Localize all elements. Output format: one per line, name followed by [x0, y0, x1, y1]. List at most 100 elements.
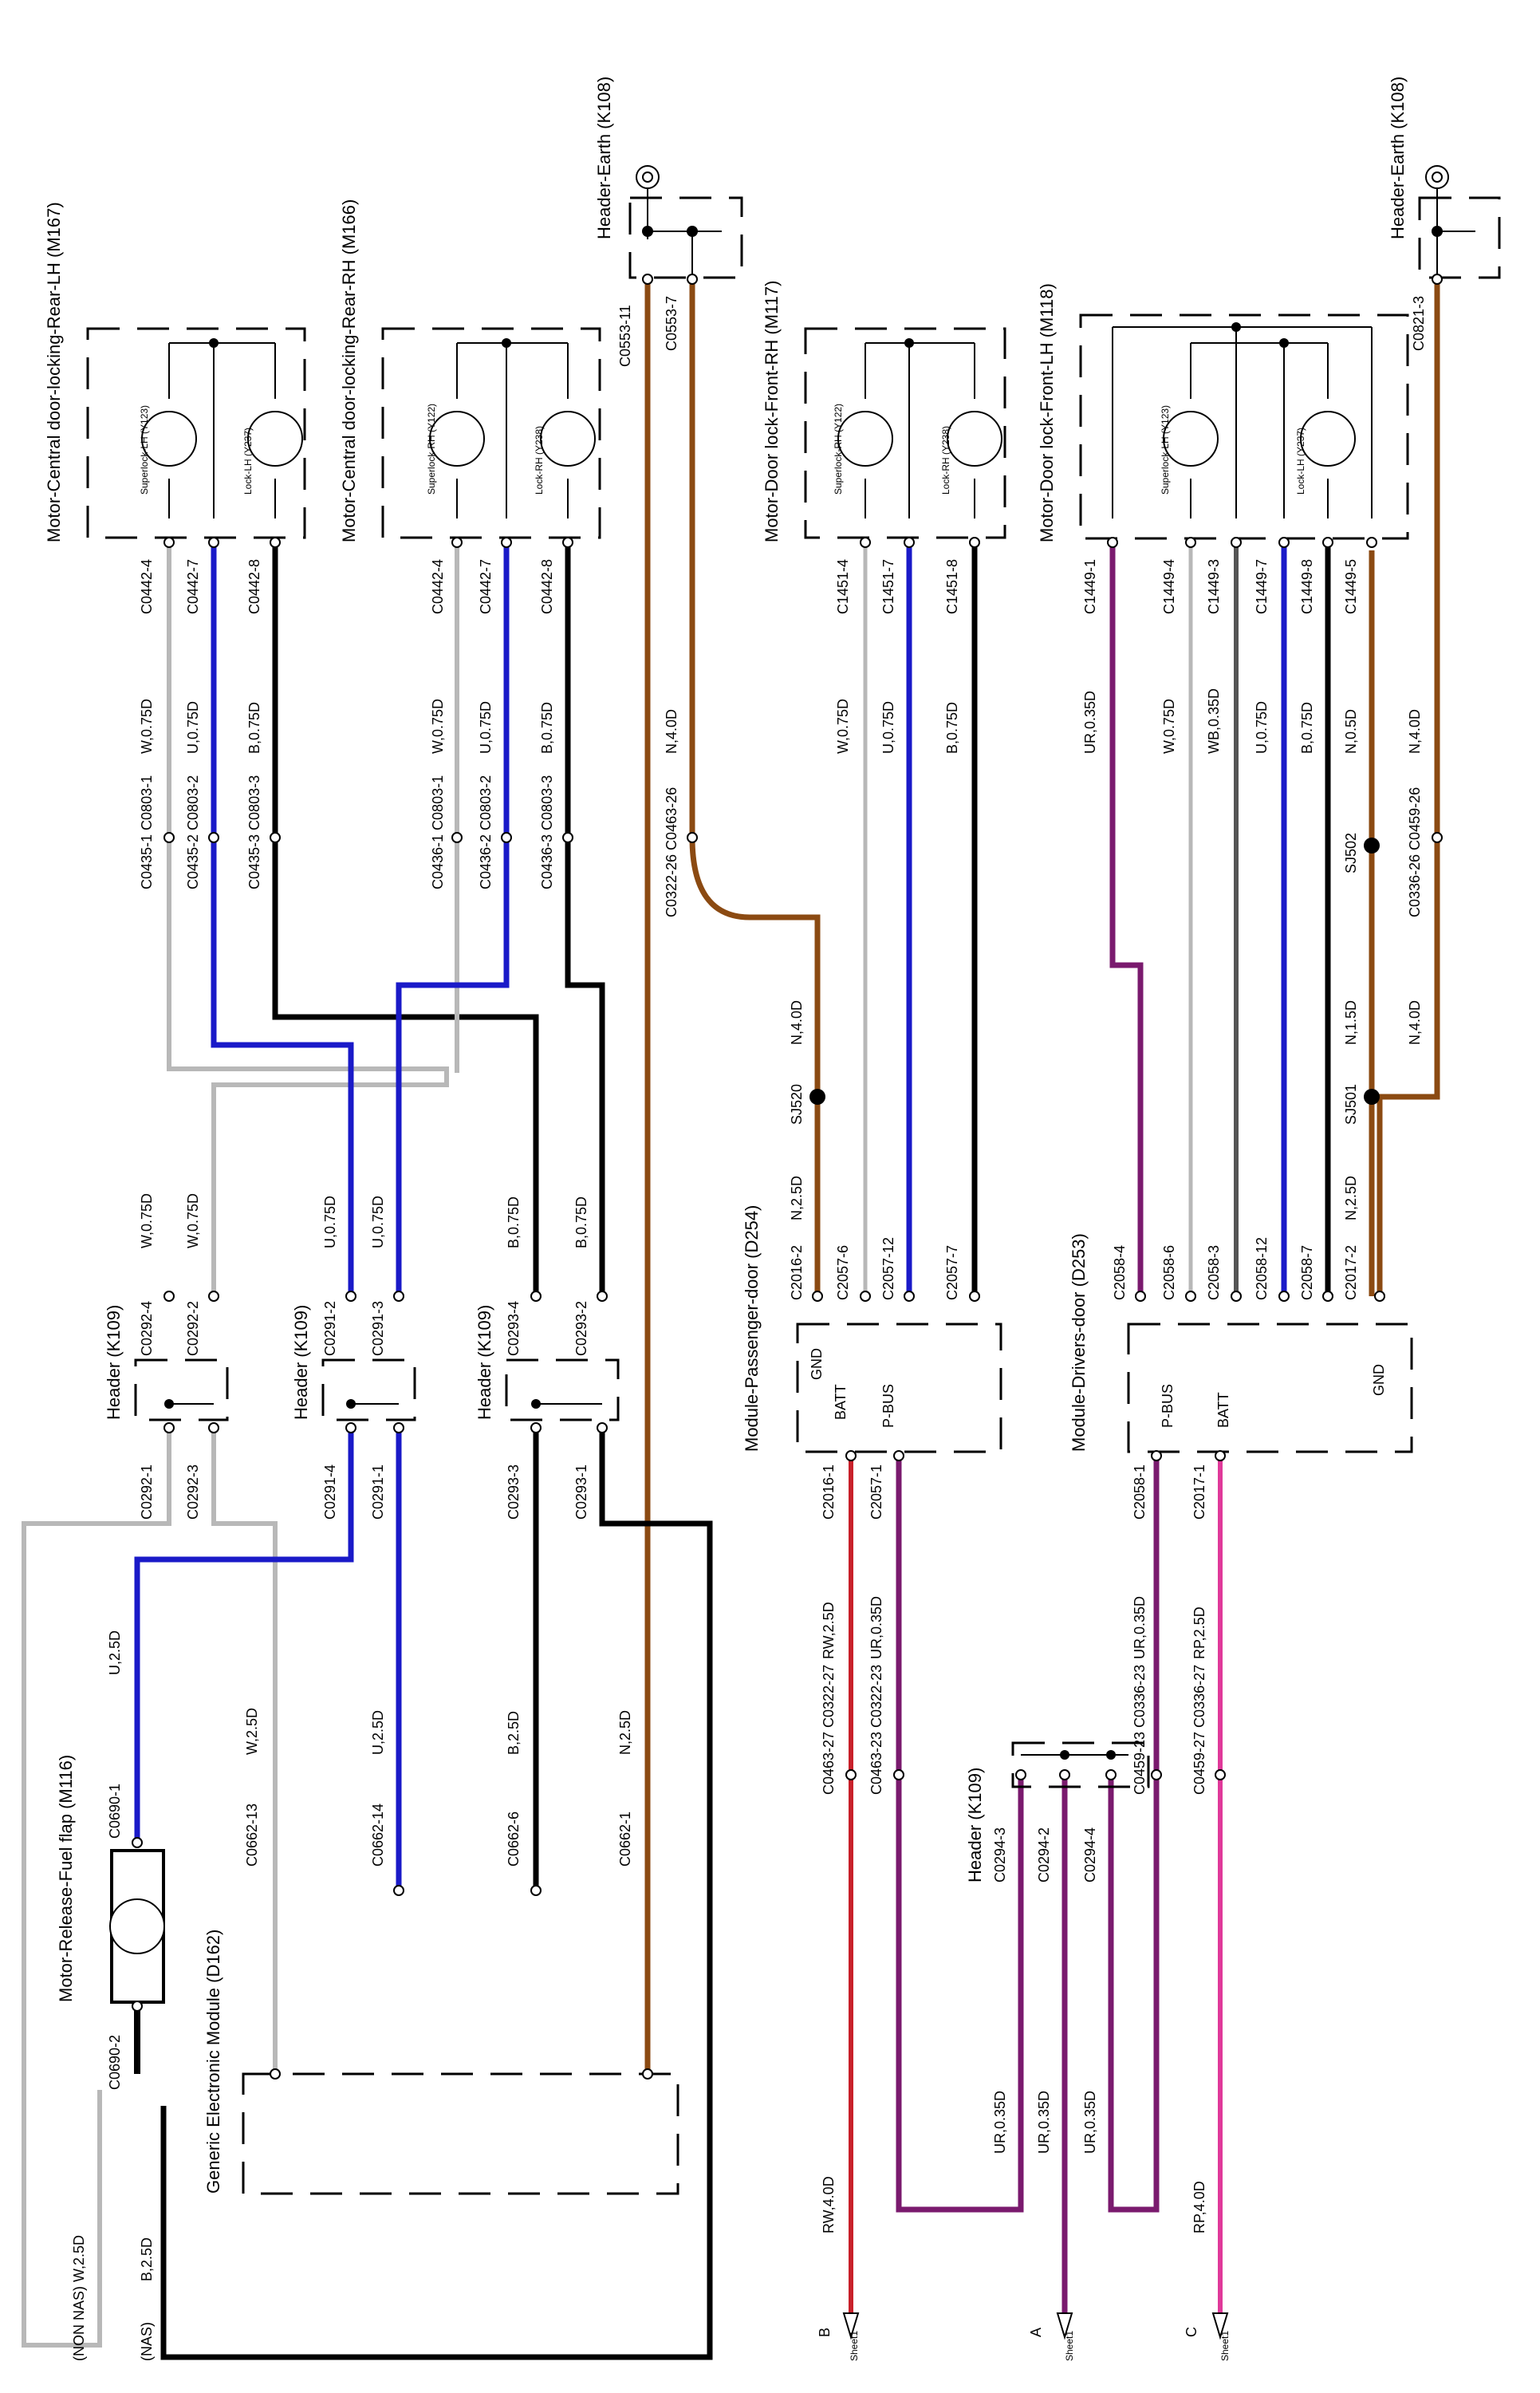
wire-n25-b: N,2.5D — [1343, 1176, 1359, 1220]
box-header-a — [321, 1358, 416, 1421]
wire-w075-c: W,0.75D — [835, 699, 851, 754]
earth-rh-node — [642, 226, 653, 237]
connector-pin — [597, 1422, 608, 1433]
wire-u075-e: U,0.75D — [322, 1196, 338, 1248]
connector-pin — [845, 1769, 857, 1780]
conn-c0553-7: C0553-7 — [664, 296, 679, 351]
wire-w25-a: W,2.5D — [244, 1708, 260, 1755]
superlock-lh-rear: Superlock-LH (Y123) — [139, 405, 150, 495]
conn-c0293-1: C0293-1 — [573, 1465, 589, 1520]
wire-b075-f: B,0.75D — [573, 1196, 589, 1248]
connector-pin — [1432, 832, 1443, 843]
wire-b25-a: B,2.5D — [506, 1711, 522, 1755]
earth-lh-title: Header-Earth (K108) — [1388, 77, 1408, 239]
rear-rh-internal — [456, 342, 569, 518]
connector-pin — [1151, 1450, 1162, 1461]
connector-pin — [451, 832, 463, 843]
box-front-lh — [1079, 313, 1409, 540]
wire-white-rear-lh — [167, 542, 449, 1296]
box-front-rh — [804, 327, 1006, 539]
motors — [109, 322, 1373, 2004]
wire-black-header-long — [160, 1428, 713, 2360]
splice-header-c-1 — [1060, 1750, 1069, 1760]
connector-pin — [163, 537, 175, 548]
box-header-b — [505, 1358, 620, 1421]
conn-c0294-2: C0294-2 — [1036, 1827, 1052, 1882]
connector-pin — [1059, 1769, 1070, 1780]
wire-w075-a: W,0.75D — [139, 699, 155, 754]
wire-b075-e: B,0.75D — [506, 1196, 522, 1248]
conn-c2058-1: C2058-1 — [1132, 1465, 1148, 1520]
conn-c0662-1: C0662-1 — [617, 1812, 633, 1867]
header-lower-bus — [169, 1403, 1128, 1756]
connector-pin — [132, 1837, 143, 1848]
connector-pin — [904, 1291, 915, 1302]
splice-sj501-label: SJ501 — [1343, 1084, 1359, 1125]
connector-pin — [1322, 1291, 1333, 1302]
conn-c0459-23: C0459-23 C0336-23 — [1132, 1665, 1148, 1795]
wire-w075-d: W,0.75D — [1161, 699, 1177, 754]
wire-purple-front-lh — [1109, 542, 1144, 1296]
connector-pin — [904, 537, 915, 548]
conn-c0291-3: C0291-3 — [370, 1301, 386, 1356]
lock-rh-front: Lock-RH (Y238) — [940, 426, 951, 495]
pin-pbus-pass: P-BUS — [880, 1384, 896, 1428]
conn-c2058-4: C2058-4 — [1112, 1245, 1128, 1300]
box-earth-rh — [628, 196, 743, 279]
conn-c2058-12: C2058-12 — [1254, 1237, 1270, 1300]
header-c-title: Header (K109) — [965, 1768, 985, 1882]
box-rear-rh — [381, 327, 601, 539]
pass-mod-title: Module-Passenger-door (D254) — [742, 1205, 762, 1452]
wire-brown-earth-lh — [1377, 279, 1440, 1296]
connector-pin — [270, 537, 281, 548]
conn-c0294-3: C0294-3 — [992, 1827, 1008, 1882]
connector-pin — [530, 1885, 542, 1896]
rear-lh-junction — [209, 338, 219, 348]
conn-c0292-4: C0292-4 — [139, 1301, 155, 1356]
rear-rh-superlock-motor — [429, 411, 485, 467]
wire-blue-rear-lh — [211, 542, 354, 1296]
wire-b25-b: B,2.5D — [139, 2237, 155, 2281]
connector-pin — [530, 1291, 542, 1302]
connector-pin — [1278, 537, 1290, 548]
conn-c2057-6: C2057-6 — [835, 1245, 851, 1300]
connector-pin — [687, 274, 698, 285]
connector-pin — [270, 832, 281, 843]
lock-lh-rear: Lock-LH (Y237) — [242, 428, 254, 495]
wire-n40-b: N,4.0D — [1407, 709, 1423, 754]
connector-pin — [270, 2068, 281, 2080]
wire-n40-a: N,4.0D — [664, 709, 679, 754]
conn-c0435-2: C0435-2 C0803-2 — [185, 775, 201, 889]
conn-c0463-23: C0463-23 C0322-23 — [868, 1665, 884, 1795]
connector-pin — [1015, 1769, 1026, 1780]
pin-gnd-pass: GND — [809, 1348, 825, 1380]
front-rh-internal — [865, 342, 975, 518]
connector-pin — [969, 537, 980, 548]
connector-pin — [597, 1291, 608, 1302]
wire-u075-f: U,0.75D — [370, 1196, 386, 1248]
sheet-b-letter: B — [817, 2328, 833, 2337]
box-pass-mod — [796, 1323, 1002, 1453]
rear-lh-internal — [168, 342, 276, 518]
wire-u075-d: U,0.75D — [1254, 701, 1270, 754]
splice-header-a — [346, 1399, 356, 1409]
conn-c0292-3: C0292-3 — [185, 1465, 201, 1520]
conn-c0459-27: C0459-27 C0336-27 — [1191, 1665, 1207, 1795]
connector-pin — [812, 1291, 823, 1302]
sheet-c-letter: C — [1184, 2327, 1199, 2337]
earth-lh-node — [1432, 226, 1443, 237]
earth-symbols — [636, 165, 1449, 237]
wire-ur-pbus-drv — [1108, 1456, 1160, 2213]
wire-wb035: WB,0.35D — [1206, 688, 1222, 754]
connector-pin — [1322, 537, 1333, 548]
conn-c0553-11: C0553-11 — [617, 305, 633, 367]
connector-pins — [132, 274, 1443, 2080]
wire-ur035-c: UR,0.35D — [1132, 1596, 1148, 1659]
conn-c0291-2: C0291-2 — [322, 1301, 338, 1356]
conn-c0435-1: C0435-1 C0803-1 — [139, 775, 155, 889]
header-a-title: Header (K109) — [291, 1305, 311, 1420]
conn-c1449-5: C1449-5 — [1343, 559, 1359, 614]
conn-c0463-27: C0463-27 C0322-27 — [821, 1665, 837, 1795]
sheet-b-name: Sheet1 — [849, 2331, 860, 2361]
conn-c2057-1: C2057-1 — [868, 1465, 884, 1520]
